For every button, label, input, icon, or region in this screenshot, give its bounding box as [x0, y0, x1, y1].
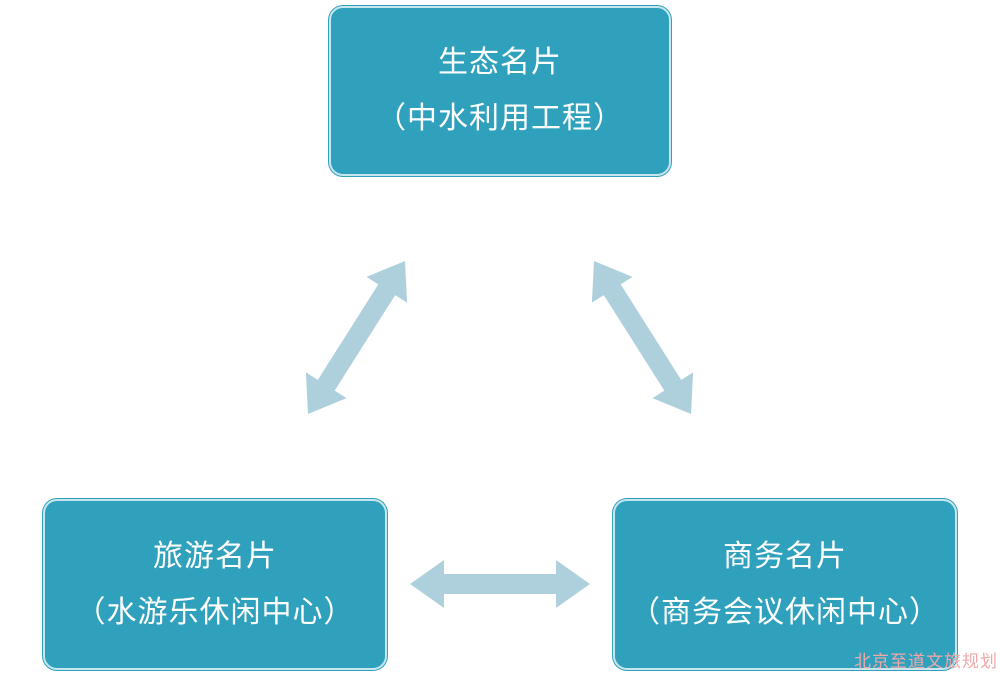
watermark-text: 北京至道文旅规划 [854, 652, 998, 672]
node-subtitle: （商务会议休闲中心） [630, 594, 940, 630]
arrow-ecology-tourism [305, 261, 408, 414]
node-business-card: 商务名片 （商务会议休闲中心） [613, 499, 957, 670]
arrow-tourism-business [410, 560, 590, 608]
node-ecology-card: 生态名片 （中水利用工程） [329, 6, 671, 176]
node-tourism-card: 旅游名片 （水游乐休闲中心） [43, 499, 387, 670]
node-title: 生态名片 [438, 45, 562, 80]
node-title: 旅游名片 [153, 538, 277, 574]
node-title: 商务名片 [723, 538, 847, 574]
node-subtitle: （中水利用工程） [376, 101, 624, 136]
arrow-ecology-business [591, 261, 694, 414]
node-subtitle: （水游乐休闲中心） [75, 594, 355, 630]
